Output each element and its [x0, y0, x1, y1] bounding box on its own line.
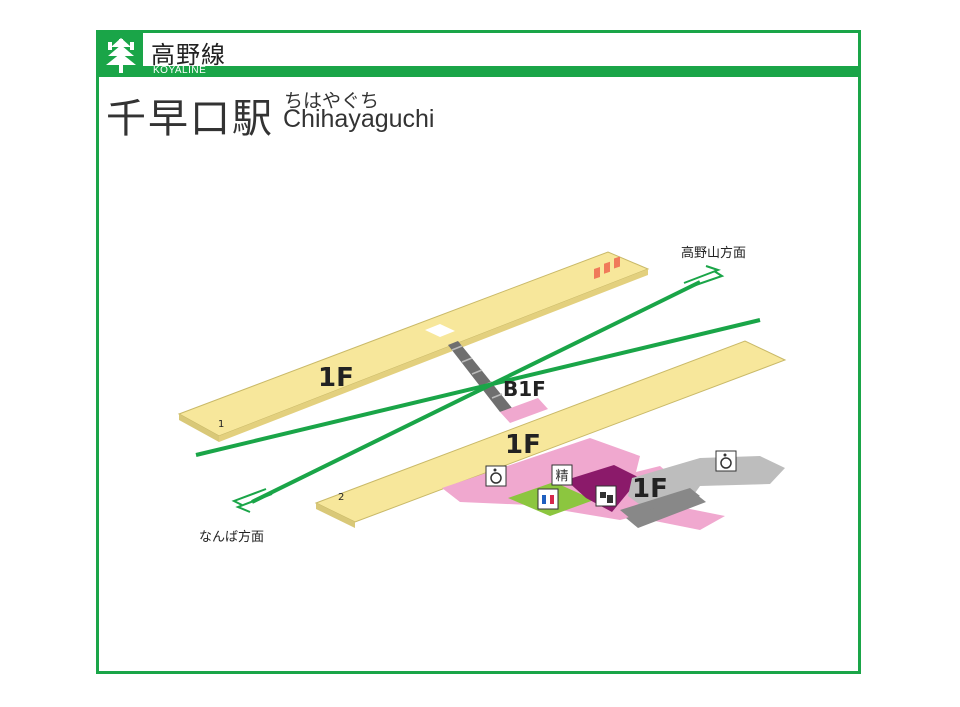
- gate-area: [620, 456, 785, 528]
- platform-2: [314, 340, 787, 528]
- platform-1: [177, 251, 650, 442]
- underpass: [500, 398, 548, 423]
- wheelchair-icon: [485, 465, 507, 487]
- floor-label-upper: 1F: [318, 363, 354, 393]
- ticket-machine-icon: [595, 485, 617, 507]
- floor-label-underpass: B1F: [503, 377, 546, 401]
- arrow-up-icon: [683, 265, 725, 288]
- map-frame: [96, 30, 861, 674]
- floor-label-concourse: 1F: [632, 474, 668, 504]
- direction-up-label: 高野山方面: [681, 246, 747, 261]
- platform-number-2: 2: [338, 492, 344, 503]
- line-header: 高野線 KOYALINE: [99, 33, 858, 77]
- arrow-down-icon: [231, 488, 273, 513]
- fare-adjustment-label: 精: [555, 469, 568, 484]
- line-name: 高野線: [151, 41, 226, 69]
- line-band: [143, 66, 858, 77]
- ticket-gates: [594, 256, 620, 279]
- track-up: [195, 318, 761, 457]
- toilet-icon: [537, 488, 559, 510]
- line-romaji: KOYALINE: [153, 65, 207, 76]
- station-kana: ちはやぐち: [284, 90, 380, 112]
- station-name: 千早口駅: [106, 96, 274, 142]
- station-romaji: Chihayaguchi: [283, 105, 435, 133]
- fare-adjustment-icon: 精: [551, 464, 573, 486]
- floor-label-lower: 1F: [505, 430, 541, 460]
- direction-down-label: なんば方面: [199, 530, 265, 545]
- tree-logo-icon: [99, 33, 143, 77]
- track-down: [251, 280, 701, 504]
- wheelchair-icon: [715, 450, 737, 472]
- platform-number-1: 1: [218, 419, 224, 430]
